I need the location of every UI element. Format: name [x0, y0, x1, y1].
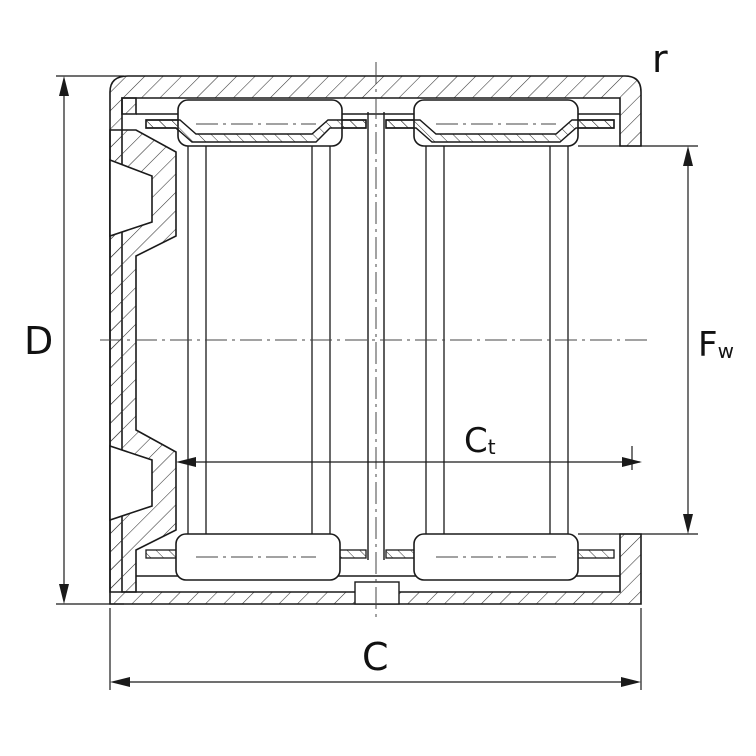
label-Fw: Fw — [698, 325, 734, 365]
label-Ct-sub: t — [488, 435, 496, 459]
center-lines — [100, 62, 650, 618]
dimension-Ct — [176, 446, 642, 470]
label-C: C — [362, 635, 389, 679]
label-Ct-main: C — [464, 421, 488, 461]
lube-hole — [354, 581, 400, 605]
upper-groove — [109, 158, 153, 238]
lower-groove — [109, 444, 153, 522]
inner-shell-outline — [136, 113, 620, 577]
label-Ct: Ct — [464, 421, 496, 461]
label-D: D — [24, 319, 53, 363]
label-r: r — [652, 37, 668, 81]
dimension-C — [109, 608, 642, 690]
roller-bottom-right — [413, 533, 579, 581]
needle-rollers-right — [425, 146, 569, 536]
cage-top-left-front — [145, 119, 367, 143]
left-wall-profile — [121, 97, 137, 115]
dimension-D — [56, 75, 124, 605]
dimension-Fw — [578, 145, 698, 535]
label-Fw-sub: w — [718, 339, 734, 363]
cage-top-right-front — [385, 119, 615, 143]
center-separator — [367, 112, 385, 560]
needle-rollers-left — [187, 146, 331, 536]
label-Fw-main: F — [698, 325, 718, 365]
